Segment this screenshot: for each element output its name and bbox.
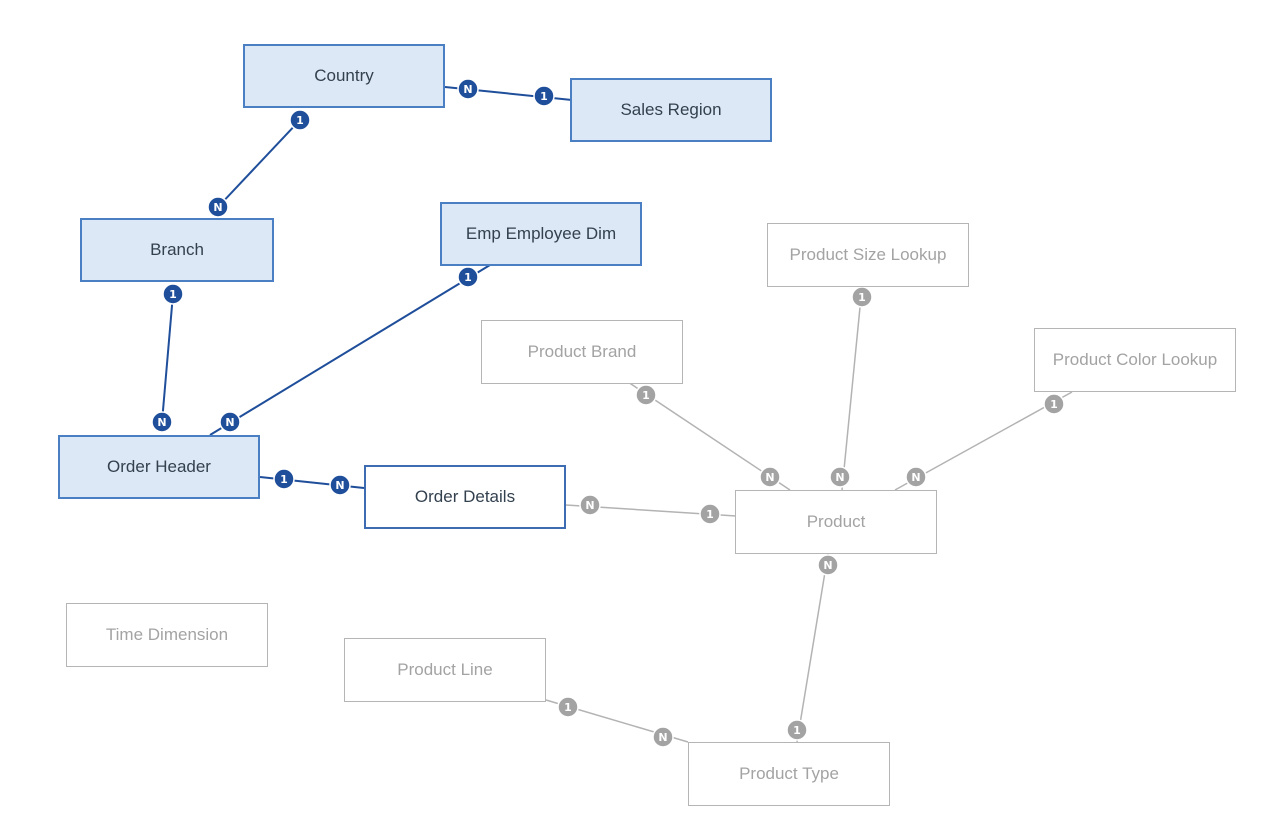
svg-text:1: 1 [706,508,714,521]
cardinality-badge-product-product_type-from: N [817,554,839,576]
cardinality-badge-product_line-product_type-to: N [652,726,674,748]
relationship-lines [161,86,1073,743]
svg-text:N: N [213,201,222,214]
svg-text:N: N [585,499,594,512]
relationship-line-product_size_lookup-product[interactable] [841,286,863,491]
cardinality-badge-emp_employee_dim-order_header-to: N [219,411,241,433]
cardinality-badge-order_header-order_details-from: 1 [273,468,295,490]
cardinality-badge-product_brand-product-from: 1 [635,384,657,406]
entity-sales-region[interactable]: Sales Region [570,78,772,142]
svg-text:1: 1 [1050,398,1058,411]
entity-product-line[interactable]: Product Line [344,638,546,702]
cardinality-badge-branch-order_header-from: 1 [162,283,184,305]
svg-text:N: N [835,471,844,484]
cardinality-badge-emp_employee_dim-order_header-from: 1 [457,266,479,288]
relationship-line-country-branch[interactable] [217,119,301,208]
svg-text:N: N [463,83,472,96]
cardinality-badge-product_brand-product-to: N [759,466,781,488]
cardinality-badge-order_header-order_details-to: N [329,474,351,496]
cardinality-badge-country-branch-to: N [207,196,229,218]
svg-text:N: N [765,471,774,484]
svg-text:N: N [911,471,920,484]
svg-text:1: 1 [540,90,548,103]
entity-order-header[interactable]: Order Header [58,435,260,499]
entity-country[interactable]: Country [243,44,445,108]
relationship-line-product-product_type[interactable] [796,553,829,743]
cardinality-badge-product_size_lookup-product-from: 1 [851,286,873,308]
svg-text:N: N [658,731,667,744]
relationship-line-branch-order_header[interactable] [161,293,174,423]
svg-text:N: N [157,416,166,429]
cardinality-badge-country-sales_region-to: 1 [533,85,555,107]
entity-product-size-lookup[interactable]: Product Size Lookup [767,223,969,287]
cardinality-badge-product_color_lookup-product-from: 1 [1043,393,1065,415]
entity-order-details[interactable]: Order Details [364,465,566,529]
svg-text:1: 1 [280,473,288,486]
cardinality-badge-product_size_lookup-product-to: N [829,466,851,488]
svg-text:1: 1 [296,114,304,127]
entity-product-type[interactable]: Product Type [688,742,890,806]
svg-text:N: N [823,559,832,572]
svg-text:1: 1 [169,288,177,301]
cardinality-badge-product_line-product_type-from: 1 [557,696,579,718]
cardinality-badge-country-branch-from: 1 [289,109,311,131]
entity-time-dimension[interactable]: Time Dimension [66,603,268,667]
cardinality-badge-branch-order_header-to: N [151,411,173,433]
cardinality-badge-product_color_lookup-product-to: N [905,466,927,488]
relationship-line-emp_employee_dim-order_header[interactable] [209,264,491,436]
cardinality-badge-product-product_type-to: 1 [786,719,808,741]
cardinality-badge-order_details-product-from: N [579,494,601,516]
cardinality-badge-country-sales_region-from: N [457,78,479,100]
svg-text:1: 1 [642,389,650,402]
cardinality-badge-order_details-product-to: 1 [699,503,721,525]
entity-branch[interactable]: Branch [80,218,274,282]
entity-emp-employee-dim[interactable]: Emp Employee Dim [440,202,642,266]
entity-product-brand[interactable]: Product Brand [481,320,683,384]
svg-text:1: 1 [464,271,472,284]
entity-product-color-lookup[interactable]: Product Color Lookup [1034,328,1236,392]
svg-text:N: N [335,479,344,492]
entity-product[interactable]: Product [735,490,937,554]
svg-text:N: N [225,416,234,429]
svg-text:1: 1 [564,701,572,714]
svg-text:1: 1 [793,724,801,737]
svg-text:1: 1 [858,291,866,304]
